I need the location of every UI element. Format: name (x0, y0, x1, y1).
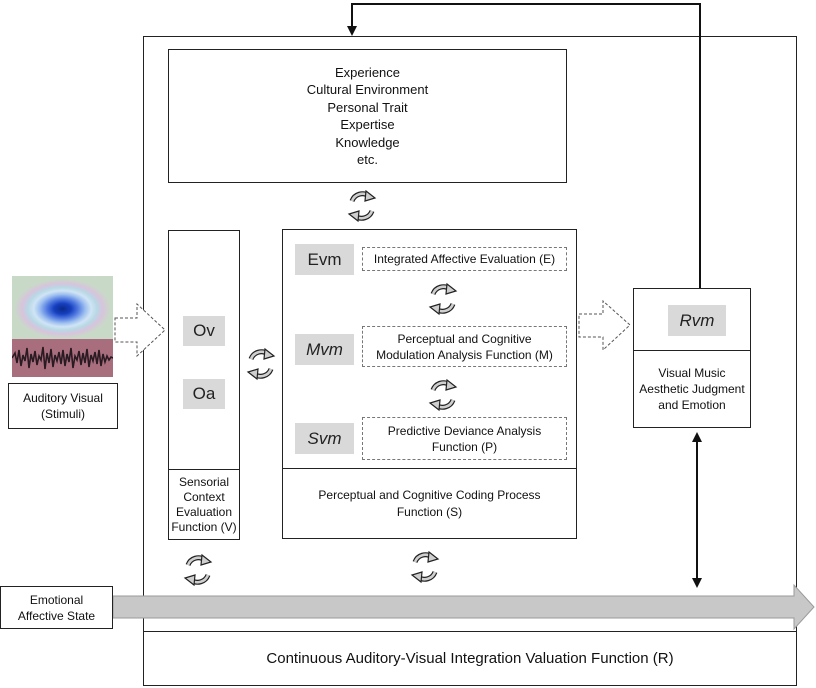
evm-label: Evm (295, 244, 354, 275)
svm-function-box: Predictive Deviance Analysis Function (P… (362, 417, 567, 460)
sensorial-function-section: Sensorial Context Evaluation Function (V… (169, 470, 239, 539)
mvm-function-box: Perceptual and Cognitive Modulation Anal… (362, 326, 567, 367)
sensorial-function-label: Sensorial Context Evaluation Function (V… (171, 474, 237, 534)
result-label: Visual Music Aesthetic Judgment and Emot… (639, 366, 745, 412)
coding-function-label: Perceptual and Cognitive Coding Process … (318, 487, 541, 519)
result-section: Visual Music Aesthetic Judgment and Emot… (634, 351, 750, 427)
sensorial-context-box: Ov Oa Sensorial Context Evaluation Funct… (168, 230, 240, 540)
integration-valuation-function-box: Continuous Auditory-Visual Integration V… (143, 631, 797, 686)
coding-function-section: Perceptual and Cognitive Coding Process … (283, 469, 576, 538)
integration-valuation-function-label: Continuous Auditory-Visual Integration V… (266, 650, 674, 667)
ov-label: Ov (183, 316, 225, 346)
coding-process-box: Evm Integrated Affective Evaluation (E) … (282, 229, 577, 539)
sensorial-divider (169, 469, 239, 470)
visual-stimulus-image (12, 276, 113, 339)
emotional-state-label: Emotional Affective State (17, 592, 96, 623)
waveform-icon (12, 346, 113, 370)
oa-label: Oa (183, 379, 225, 409)
rvm-label: Rvm (668, 305, 726, 336)
stimuli-label: Auditory Visual (Stimuli) (23, 391, 103, 421)
coding-divider (283, 468, 576, 469)
svm-label: Svm (295, 423, 354, 454)
context-factors-box: Experience Cultural Environment Personal… (168, 49, 567, 183)
mvm-label: Mvm (295, 334, 354, 365)
stimuli-label-box: Auditory Visual (Stimuli) (8, 383, 118, 429)
result-box: Rvm Visual Music Aesthetic Judgment and … (633, 288, 751, 428)
evm-function-box: Integrated Affective Evaluation (E) (362, 247, 567, 271)
context-factors-text: Experience Cultural Environment Personal… (306, 64, 429, 168)
stimulus-image (12, 276, 113, 377)
emotional-state-box: Emotional Affective State (0, 586, 113, 629)
audio-waveform-image (12, 339, 113, 377)
result-divider (634, 350, 750, 351)
